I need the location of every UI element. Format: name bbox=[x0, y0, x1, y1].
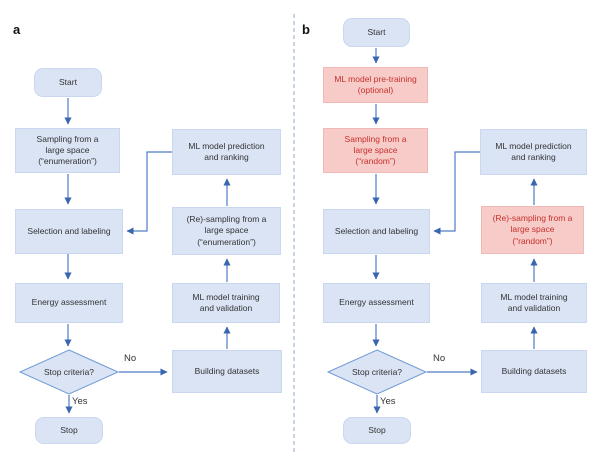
panel-b-ml-prediction-node: ML model prediction and ranking bbox=[480, 129, 587, 175]
panel-b-pretraining-node: ML model pre-training (optional) bbox=[323, 67, 428, 103]
panel-a-stop-criteria-label: Stop criteria? bbox=[43, 367, 95, 377]
panel-b-ml-training-node: ML model training and validation bbox=[481, 283, 587, 323]
panel-a-ml-prediction-node: ML model prediction and ranking bbox=[172, 129, 281, 175]
panel-a-yes-edge-label: Yes bbox=[72, 396, 88, 407]
panel-b-energy-node: Energy assessment bbox=[323, 283, 430, 323]
panel-a-selection-node: Selection and labeling bbox=[15, 209, 123, 254]
panel-b-label: b bbox=[302, 22, 310, 37]
panel-b-sampling-node: Sampling from a large space (“random”) bbox=[323, 128, 428, 173]
panel-b-resampling-node: (Re)-sampling from a large space (“rando… bbox=[481, 206, 584, 254]
panel-b-stop-criteria-label: Stop criteria? bbox=[351, 367, 403, 377]
panel-a-ml-training-node: ML model training and validation bbox=[172, 283, 280, 323]
panel-a-start-node: Start bbox=[34, 68, 102, 97]
panel-a-sampling-node: Sampling from a large space (“enumeratio… bbox=[15, 128, 120, 173]
panel-b-stop-node: Stop bbox=[343, 417, 411, 444]
panel-a-stop-node: Stop bbox=[35, 417, 103, 444]
panel-b-selection-node: Selection and labeling bbox=[323, 209, 430, 254]
panel-a-building-datasets-node: Building datasets bbox=[172, 350, 282, 393]
panel-b-start-node: Start bbox=[343, 18, 410, 47]
panel-b-building-datasets-node: Building datasets bbox=[481, 350, 587, 393]
panel-a-resampling-node: (Re)-sampling from a large space (“enume… bbox=[172, 207, 281, 255]
panel-b-yes-edge-label: Yes bbox=[380, 396, 396, 407]
panel-b-no-edge-label: No bbox=[433, 353, 446, 364]
panel-a-no-edge-label: No bbox=[124, 353, 137, 364]
panel-a-energy-node: Energy assessment bbox=[15, 283, 123, 323]
panel-a-label: a bbox=[13, 22, 21, 37]
